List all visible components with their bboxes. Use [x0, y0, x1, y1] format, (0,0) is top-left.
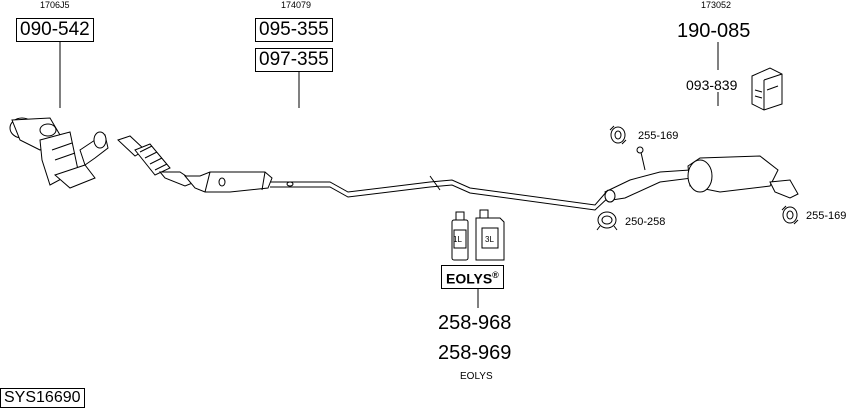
clamp-ring-label[interactable]: 250-258 [625, 216, 666, 228]
rear-ref: 173052 [701, 0, 732, 10]
system-id: SYS16690 [0, 388, 85, 408]
clamp-rear-icon [781, 205, 799, 225]
part-number-095-355[interactable]: 095-355 [255, 18, 333, 42]
fluid-can-large-icon [475, 209, 505, 261]
middle-ref: 174079 [281, 0, 312, 10]
part-number-258-968[interactable]: 258-968 [438, 312, 512, 334]
eolys-badge: EOLYS® [441, 265, 504, 289]
rear-silencer [604, 146, 799, 203]
part-number-190-085[interactable]: 190-085 [677, 20, 751, 42]
middle-pipe [183, 171, 611, 211]
clamp-top-icon [609, 125, 627, 145]
fluid-can-small-label: 1L [453, 235, 462, 244]
clamp-rear-label[interactable]: 255-169 [806, 210, 847, 222]
eolys-caption: EOLYS [460, 371, 493, 382]
clamp-top-label[interactable]: 255-169 [638, 130, 679, 142]
part-number-258-969[interactable]: 258-969 [438, 342, 512, 364]
part-number-097-355[interactable]: 097-355 [255, 48, 333, 72]
clamp-ring-icon [596, 211, 618, 231]
catalytic-converter [9, 117, 109, 189]
part-number-090-542[interactable]: 090-542 [16, 18, 94, 42]
flex-pipe [117, 135, 197, 187]
fluid-can-small-icon [451, 211, 469, 261]
fitting-kit-icon [751, 67, 783, 111]
eolys-badge-text: EOLYS [446, 270, 493, 287]
part-number-093-839[interactable]: 093-839 [686, 77, 738, 93]
catalyst-ref: 1706J5 [40, 0, 70, 10]
fluid-can-large-label: 3L [485, 235, 494, 244]
eolys-badge-mark: ® [492, 270, 499, 280]
